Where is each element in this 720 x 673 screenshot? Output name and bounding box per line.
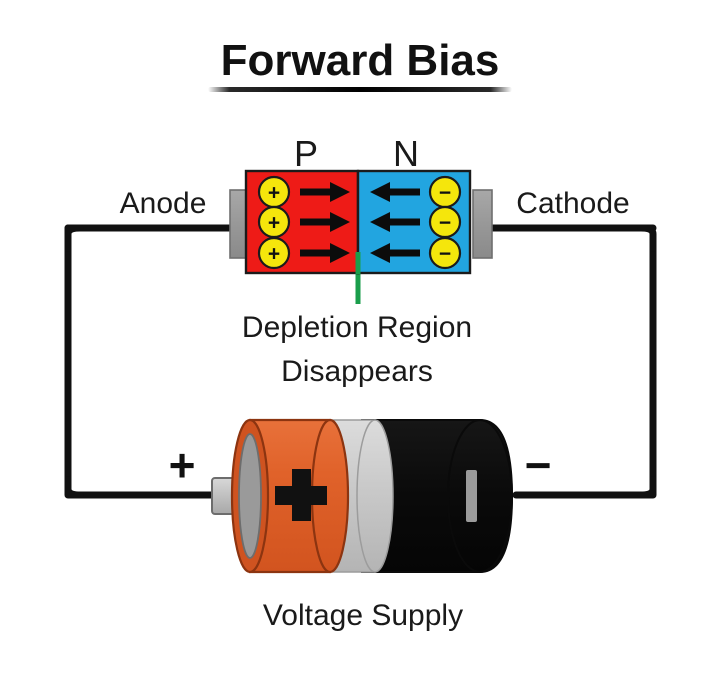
electron-carrier-icon — [428, 236, 462, 270]
page-title: Forward Bias — [221, 36, 500, 85]
battery-component: + − Voltage Supply — [169, 418, 552, 632]
list-item: − — [428, 236, 462, 270]
corner-bl — [64, 476, 84, 499]
battery-caption: Voltage Supply — [263, 599, 463, 632]
electron-carrier-label: − — [439, 182, 451, 205]
list-item: + — [257, 236, 291, 270]
list-item: + — [257, 205, 291, 239]
cathode-label: Cathode — [516, 187, 629, 220]
p-region-label: P — [294, 133, 318, 174]
corner-tl — [64, 224, 84, 252]
p-current-arrows-group — [300, 182, 350, 263]
n-current-arrows-group — [370, 182, 420, 263]
arrow-left-icon — [370, 212, 420, 232]
battery-right-cap — [447, 419, 513, 573]
title-group: Forward Bias — [208, 36, 512, 92]
junction-line-inner-icon — [355, 252, 361, 274]
arrow-right-icon — [300, 243, 350, 263]
n-carriers-group: − − − — [428, 175, 462, 270]
battery-positive-sign: + — [169, 439, 196, 491]
battery-negative-stripe — [466, 470, 477, 522]
diode-component: P N Anode Cathode + — [120, 133, 630, 304]
title-underline — [208, 87, 512, 92]
list-item: − — [428, 175, 462, 209]
battery-negative-sign: − — [525, 439, 552, 491]
depletion-caption: Depletion Region Disappears — [242, 311, 472, 388]
arrow-right-icon — [300, 212, 350, 232]
electron-carrier-label: − — [439, 243, 451, 266]
anode-label: Anode — [120, 187, 207, 220]
arrow-right-icon — [300, 182, 350, 202]
n-region-label: N — [393, 133, 419, 174]
corner-br — [637, 476, 657, 499]
hole-carrier-label: + — [268, 212, 280, 235]
cathode-lead — [472, 189, 493, 259]
battery-plus-mark — [275, 469, 327, 521]
electron-carrier-label: − — [439, 212, 451, 235]
hole-carrier-icon — [257, 236, 291, 270]
depletion-line-1: Depletion Region — [242, 311, 472, 344]
circuit-wire-corners — [64, 224, 657, 499]
list-item: − — [428, 205, 462, 239]
hole-carrier-label: + — [268, 182, 280, 205]
arrow-left-icon — [370, 182, 420, 202]
list-item: + — [257, 175, 291, 209]
hole-carrier-label: + — [268, 243, 280, 266]
junction-line-icon — [355, 256, 361, 304]
corner-tr — [637, 224, 657, 252]
battery-band-cap — [356, 419, 394, 573]
battery-left-cap-recess — [238, 433, 262, 559]
depletion-line-2: Disappears — [281, 355, 433, 388]
arrow-left-icon — [370, 243, 420, 263]
p-carriers-group: + + + — [257, 175, 291, 270]
